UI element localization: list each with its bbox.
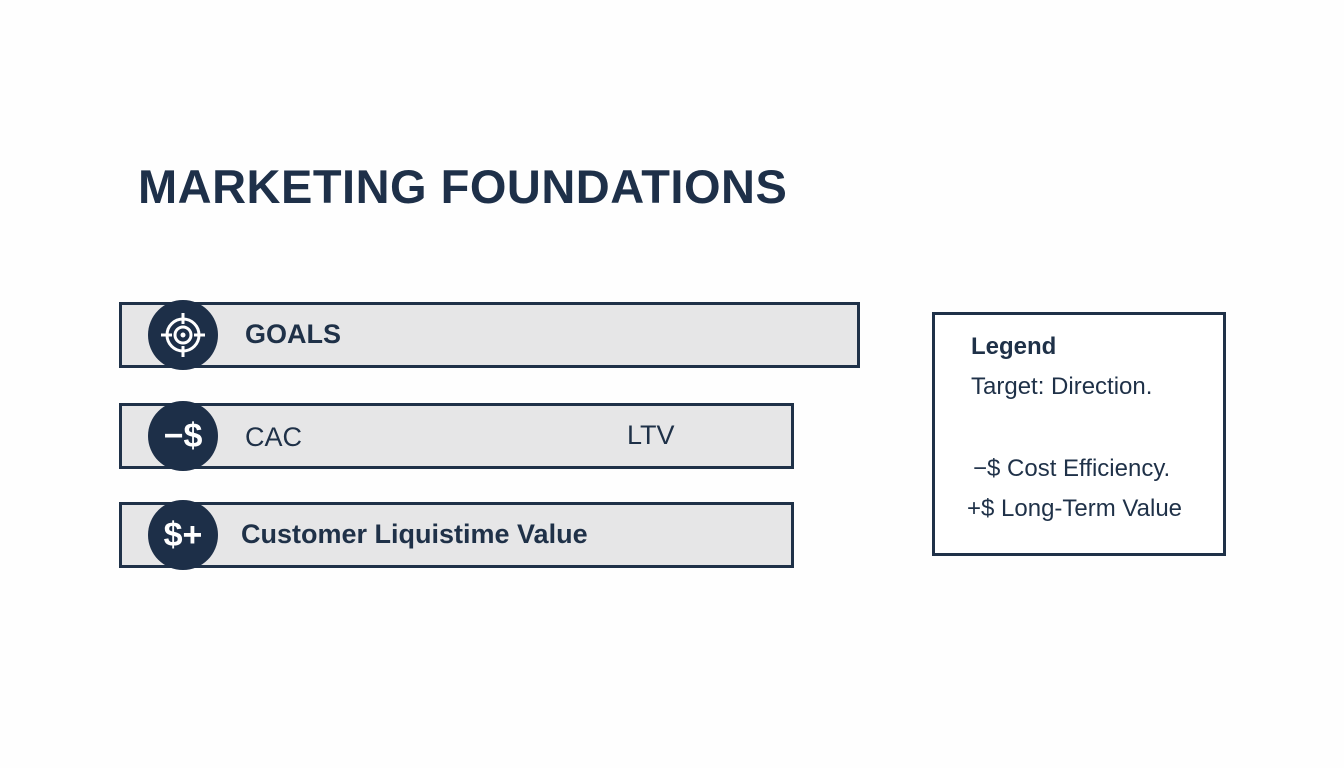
goals-bar (119, 302, 860, 368)
ltv-label: LTV (627, 420, 675, 450)
legend-item-target: Target: Direction. (971, 373, 1153, 400)
goals-label: GOALS (245, 319, 342, 349)
legend-item-long-term: +$ Long-Term Value (967, 495, 1183, 522)
legend-item-cost: −$ Cost Efficiency. (973, 455, 1171, 482)
legend-box: Legend Target: Direction. −$ Cost Effici… (932, 312, 1226, 556)
legend-title: Legend (971, 333, 1057, 360)
customer-value-bar (119, 502, 794, 568)
target-icon-graphic (161, 313, 205, 357)
customer-value-label: Customer Liquistime Value (241, 519, 588, 549)
cac-ltv-bar (119, 403, 794, 469)
minus-dollar-icon: −$ (148, 401, 218, 471)
page-title: MARKETING FOUNDATIONS (138, 160, 788, 213)
dollar-plus-icon: $+ (148, 500, 218, 570)
target-icon (148, 300, 218, 370)
cac-label: CAC (245, 422, 303, 452)
